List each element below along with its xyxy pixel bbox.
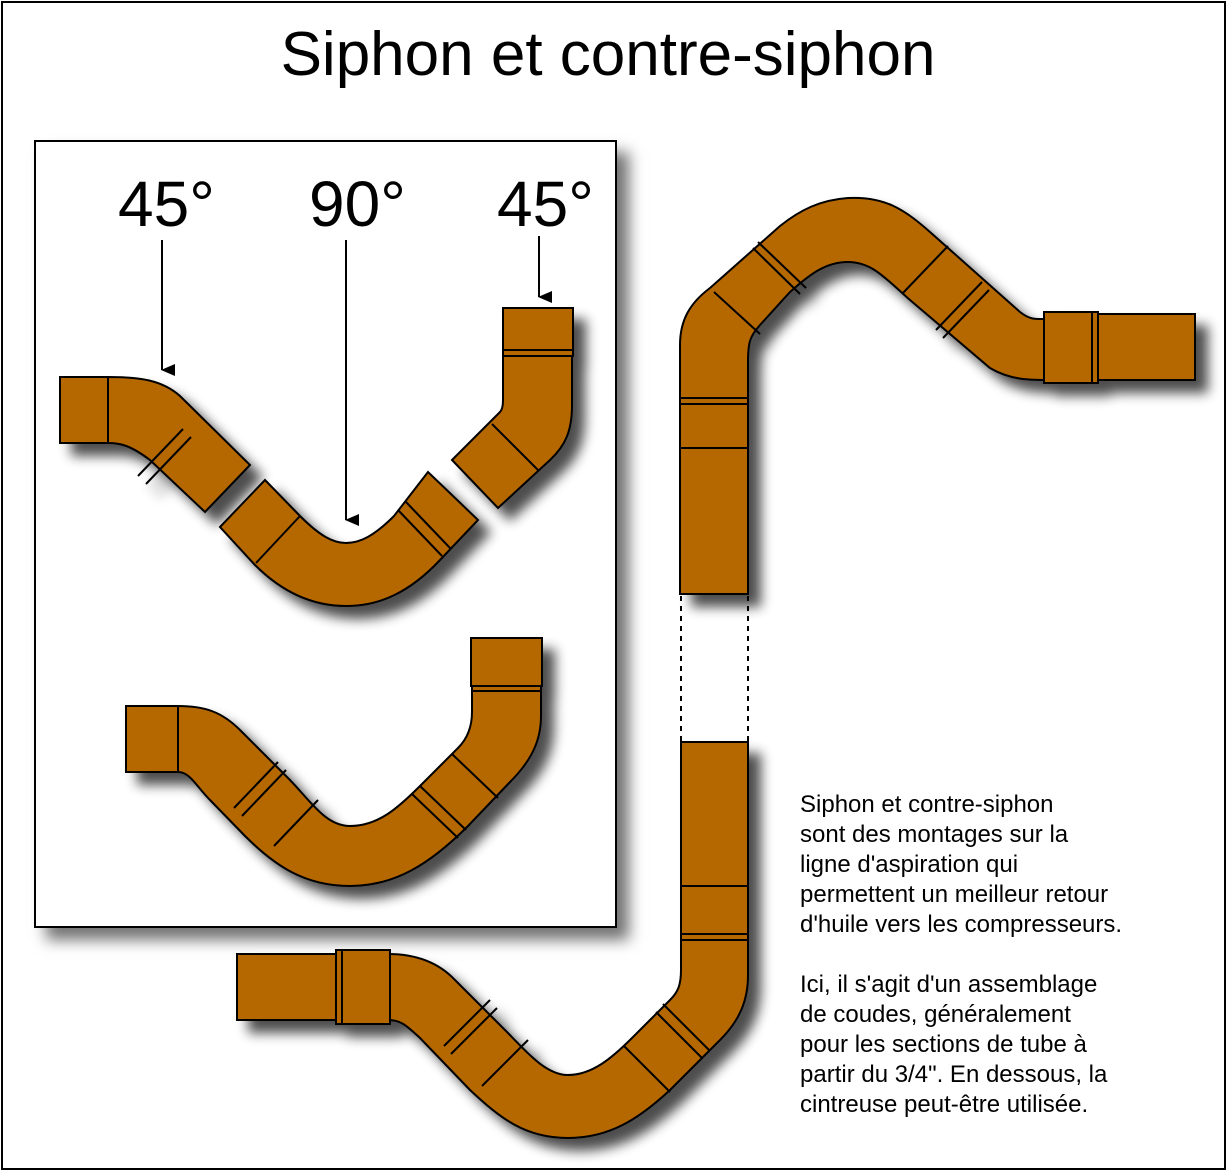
angle-label-45-left: 45°: [118, 168, 215, 240]
assembled-siphon-inset: [125, 637, 543, 888]
desc-line: cintreuse peut-être utilisée.: [800, 1091, 1089, 1118]
desc-line: sont des montages sur la: [800, 821, 1069, 848]
siphon-lower: [236, 741, 749, 1140]
description-text: Siphon et contre-siphon sont des montage…: [800, 790, 1220, 1120]
angle-arrows: [161, 236, 552, 526]
desc-line: permettent un meilleur retour: [800, 881, 1109, 908]
fittings-inset-panel: [34, 140, 617, 928]
desc-line: Ici, il s'agit d'un assemblage: [800, 971, 1098, 998]
pipe-continuation-dashes: [680, 596, 749, 742]
angle-label-90: 90°: [309, 168, 406, 240]
diagram-title: Siphon et contre-siphon: [280, 20, 936, 89]
desc-line: d'huile vers les compresseurs.: [800, 911, 1123, 938]
desc-line: ligne d'aspiration qui: [800, 851, 1019, 878]
angle-label-45-right: 45°: [497, 168, 594, 240]
fitting-elbow-90: [218, 470, 480, 608]
desc-line: Siphon et contre-siphon: [800, 791, 1054, 818]
desc-line: partir du 3/4". En dessous, la: [800, 1061, 1108, 1088]
desc-line: de coudes, généralement: [800, 1001, 1071, 1028]
fitting-elbow-45-left: [59, 375, 252, 514]
desc-line: pour les sections de tube à: [800, 1031, 1087, 1058]
fitting-elbow-45-right: [450, 307, 574, 510]
counter-siphon-upper: [679, 196, 1196, 595]
paragraph-gap: [800, 940, 1220, 970]
